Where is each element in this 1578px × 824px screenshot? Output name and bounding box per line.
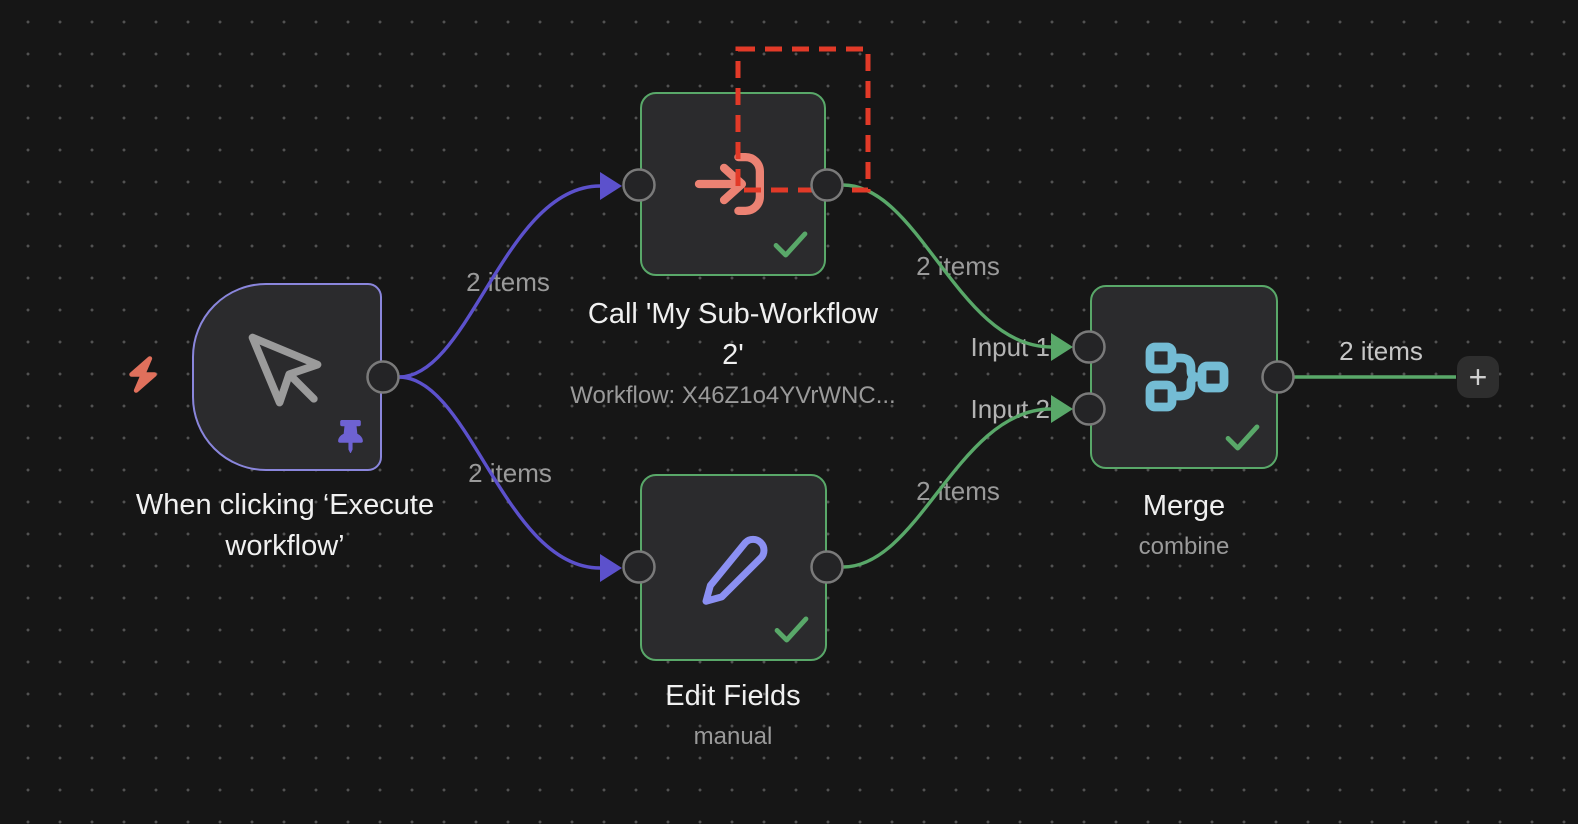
connection-label-edit-fields-to-merge: 2 items (916, 476, 1000, 506)
merge-input-1-label: Input 1 (970, 332, 1050, 362)
merge-branches-icon (1145, 342, 1229, 412)
mouse-pointer-icon (248, 333, 322, 407)
connection-label-trigger-to-edit-fields: 2 items (468, 458, 552, 488)
arrowhead-merge-input-1 (1051, 333, 1073, 361)
edit-fields-node-subtitle: manual (693, 723, 773, 750)
arrowhead-merge-input-2 (1051, 395, 1073, 423)
pencil-icon (702, 535, 767, 605)
check-icon (773, 231, 808, 263)
node-call-my-sub-workflow-2[interactable] (640, 92, 826, 276)
arrowhead-subworkflow-input (600, 172, 622, 200)
node-edit-fields[interactable] (640, 474, 827, 661)
node-merge[interactable] (1090, 285, 1278, 469)
node-when-clicking-execute-workflow[interactable] (192, 283, 382, 471)
add-node-button[interactable]: + (1457, 356, 1499, 398)
subworkflow-node-subtitle: Workflow: X46Z1o4YVrWNC... (570, 382, 896, 409)
trigger-node-title: When clicking ‘Execute workflow’ (135, 489, 435, 562)
merge-input-2-label: Input 2 (970, 394, 1050, 424)
connection-label-trigger-to-subworkflow: 2 items (466, 267, 550, 297)
merge-node-title: Merge (1142, 490, 1226, 522)
lightning-bolt-icon (127, 356, 159, 398)
connection-label-merge-output: 2 items (1339, 336, 1423, 366)
subworkflow-node-title: Call 'My Sub-Workflow 2' (587, 298, 879, 371)
check-icon (774, 616, 809, 648)
arrowhead-edit-fields-input (600, 554, 622, 582)
check-icon (1225, 424, 1260, 456)
arrow-into-bracket-icon (694, 153, 764, 215)
merge-node-subtitle: combine (1138, 533, 1230, 560)
edit-fields-node-title: Edit Fields (665, 680, 801, 712)
connection-label-subworkflow-to-merge: 2 items (916, 251, 1000, 281)
pushpin-icon (338, 420, 363, 458)
